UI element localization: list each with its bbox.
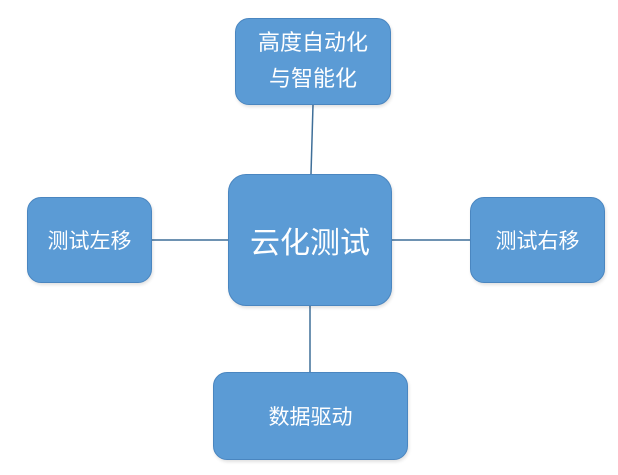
node-data-driven: 数据驱动 [213, 372, 408, 460]
node-cloud-testing-label: 云化测试 [250, 226, 370, 261]
node-shift-left-testing-label: 测试左移 [47, 229, 132, 253]
connector-top [310, 104, 314, 175]
node-shift-left-testing: 测试左移 [27, 197, 152, 283]
node-cloud-testing: 云化测试 [228, 174, 392, 306]
node-shift-right-testing: 测试右移 [470, 197, 605, 283]
node-automation-intelligence-label: 高度自动化 与智能化 [257, 30, 368, 92]
node-data-driven-label: 数据驱动 [268, 405, 353, 429]
node-automation-intelligence: 高度自动化 与智能化 [235, 18, 391, 105]
node-shift-right-testing-label: 测试右移 [495, 229, 580, 253]
